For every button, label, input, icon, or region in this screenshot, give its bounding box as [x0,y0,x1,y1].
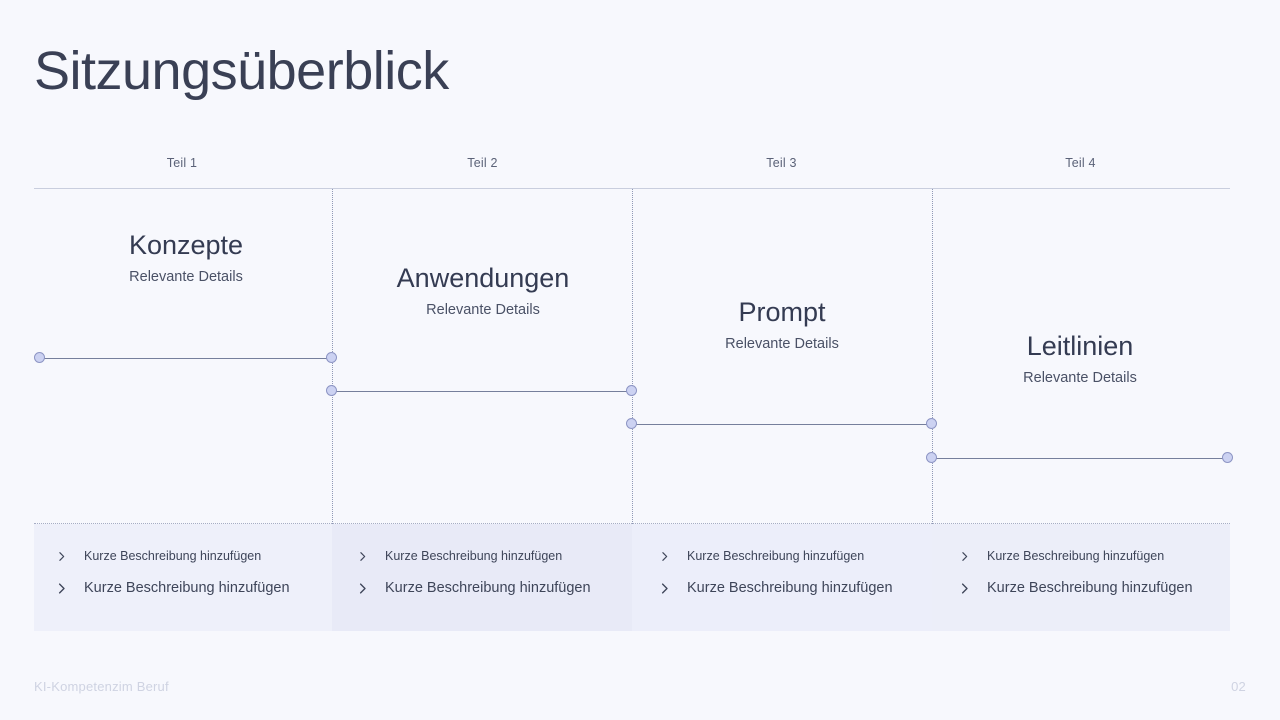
list-item-label: Kurze Beschreibung hinzufügen [84,549,262,563]
footer-page-number: 02 [1231,679,1246,694]
column-header-4: Teil 4 [1065,156,1096,170]
connector-rail-2 [332,391,631,392]
connector-3 [626,418,937,432]
column-header-1: Teil 1 [166,156,198,170]
section-title-1: Konzepte [128,230,244,260]
list-item[interactable]: Kurze Beschreibung hinzufügen [656,548,893,564]
list-item[interactable]: Kurze Beschreibung hinzufügen [956,548,1193,564]
column-header-3: Teil 3 [766,156,797,170]
connector-2 [326,385,637,399]
section-subtitle-4: Relevante Details [1023,370,1137,387]
chevron-right-icon [656,580,672,596]
list-item-label: Kurze Beschreibung hinzufügen [987,580,1193,596]
connector-dot-start-3 [626,418,637,429]
list-item[interactable]: Kurze Beschreibung hinzufügen [53,580,290,596]
page-title: Sitzungsüberblick [34,41,449,101]
section-title-4: Leitlinien [1026,331,1134,361]
section-subtitle-2: Relevante Details [426,302,540,319]
connector-dot-end-1 [326,352,337,363]
bullet-list-1: Kurze Beschreibung hinzufügen Kurze Besc… [53,548,290,612]
section-block-1: Konzepte Relevante Details [36,230,336,285]
section-subtitle-1: Relevante Details [129,269,243,286]
connector-1 [34,352,337,366]
bullet-panel-1 [34,524,332,631]
bullet-list-3: Kurze Beschreibung hinzufügen Kurze Besc… [656,548,893,612]
section-block-3: Prompt Relevante Details [632,297,932,352]
list-item-label: Kurze Beschreibung hinzufügen [84,580,290,596]
connector-dot-start-2 [326,385,337,396]
list-item[interactable]: Kurze Beschreibung hinzufügen [354,548,591,564]
timeline-stage: Teil 1 Teil 2 Teil 3 Teil 4 Konzepte Rel… [34,156,1233,631]
chevron-right-icon [656,548,672,564]
list-item-label: Kurze Beschreibung hinzufügen [687,580,893,596]
column-divider-2 [632,189,633,630]
connector-dot-start-4 [926,452,937,463]
footer-label: KI-Kompetenzim Beruf [34,679,169,694]
bullet-panel-2 [332,524,632,631]
connector-rail-3 [632,424,931,425]
connector-4 [926,452,1233,466]
section-title-2: Anwendungen [396,263,570,293]
header-divider-rule [34,188,1230,189]
bullet-list-2: Kurze Beschreibung hinzufügen Kurze Besc… [354,548,591,612]
connector-rail-1 [40,358,331,359]
section-block-4: Leitlinien Relevante Details [930,331,1230,386]
chevron-right-icon [956,548,972,564]
list-item[interactable]: Kurze Beschreibung hinzufügen [656,580,893,596]
chevron-right-icon [956,580,972,596]
column-divider-3 [932,189,933,630]
list-item[interactable]: Kurze Beschreibung hinzufügen [354,580,591,596]
list-item-label: Kurze Beschreibung hinzufügen [385,549,563,563]
column-divider-1 [332,189,333,630]
bullet-list-4: Kurze Beschreibung hinzufügen Kurze Besc… [956,548,1193,612]
connector-dot-end-4 [1222,452,1233,463]
section-block-2: Anwendungen Relevante Details [333,263,633,318]
list-item-label: Kurze Beschreibung hinzufügen [987,549,1165,563]
bullet-panel-3 [632,524,932,631]
chevron-right-icon [53,580,69,596]
bullet-panel-4 [932,524,1230,631]
section-subtitle-3: Relevante Details [725,336,839,353]
section-title-3: Prompt [738,297,826,327]
list-item-label: Kurze Beschreibung hinzufügen [385,580,591,596]
column-header-2: Teil 2 [467,156,498,170]
connector-dot-end-3 [926,418,937,429]
list-item-label: Kurze Beschreibung hinzufügen [687,549,865,563]
chevron-right-icon [354,548,370,564]
connector-rail-4 [932,458,1227,459]
connector-dot-end-2 [626,385,637,396]
chevron-right-icon [53,548,69,564]
chevron-right-icon [354,580,370,596]
connector-dot-start-1 [34,352,45,363]
bullet-panel-top-divider [34,523,1230,524]
list-item[interactable]: Kurze Beschreibung hinzufügen [956,580,1193,596]
list-item[interactable]: Kurze Beschreibung hinzufügen [53,548,290,564]
